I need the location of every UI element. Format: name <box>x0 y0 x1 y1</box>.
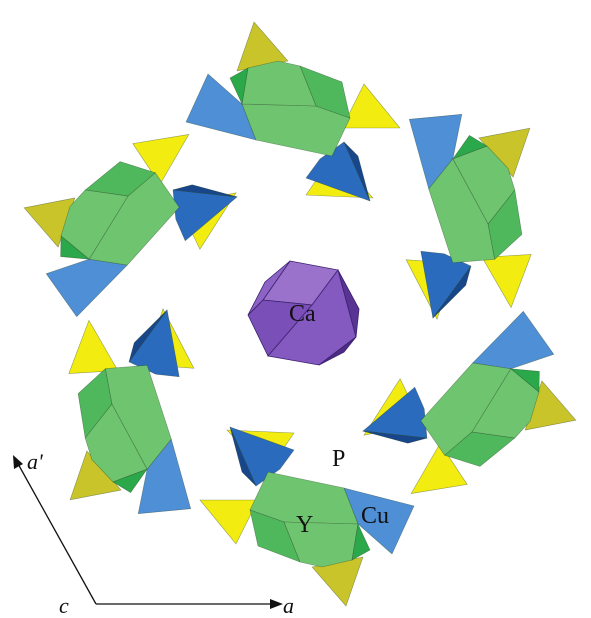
y-label: Y <box>296 512 314 538</box>
polyhedra-units <box>23 21 577 607</box>
cu-tetrahedron-side <box>128 309 168 363</box>
cu-tetrahedron-side <box>172 184 238 198</box>
y-polyhedron-right <box>60 235 91 260</box>
structure-unit <box>199 426 415 607</box>
ca-label: Ca <box>289 301 316 327</box>
cu-tetrahedron-right <box>343 487 415 555</box>
cu-tetrahedron-side <box>362 430 428 444</box>
y-polyhedron-top <box>428 158 496 264</box>
cu-tetrahedron-right <box>472 310 555 370</box>
cu-tetrahedron <box>362 386 428 439</box>
cu-tetrahedron <box>305 141 371 202</box>
ca-face-bottomright <box>318 336 357 366</box>
axis-arrows <box>13 455 283 609</box>
p-tetrahedron-outer <box>68 319 119 374</box>
p-label: P <box>332 446 346 472</box>
y-polyhedron-front <box>241 60 317 107</box>
axis-a-prime-arrow <box>16 461 97 605</box>
structure-unit <box>23 134 238 318</box>
axis-a-label: a <box>283 593 294 618</box>
cu-tetrahedron-side <box>229 426 257 487</box>
structure-unit <box>362 310 577 494</box>
p-tetrahedron-outer <box>132 134 190 186</box>
y-polyhedron-right <box>112 468 148 494</box>
y-polyhedron-right <box>509 368 540 393</box>
cu-tetrahedron <box>420 250 472 319</box>
y-polyhedron-front <box>471 368 540 439</box>
structure-unit <box>68 308 195 515</box>
axis-a-prime-arrowhead <box>13 455 23 469</box>
structure-unit <box>405 113 532 320</box>
p-tetrahedron-outer <box>410 442 468 494</box>
y-polyhedron-right <box>229 67 249 106</box>
y-polyhedron-right <box>452 134 488 160</box>
p-tetrahedron-outer <box>199 499 259 545</box>
axis-a-arrowhead <box>270 599 283 609</box>
ca-face-right <box>337 269 360 338</box>
axis-a-prime-label: a' <box>27 449 43 474</box>
ca-polyhedron <box>247 260 360 366</box>
y-polyhedron-front <box>84 403 148 483</box>
cu-tetrahedron-right <box>137 438 192 515</box>
y-polyhedron-front <box>283 521 359 568</box>
p-tetrahedron-outer <box>481 254 532 309</box>
cu-tetrahedron-side <box>343 141 371 202</box>
ca-face-topleft <box>247 260 291 316</box>
cu-tetrahedron-side <box>432 265 472 319</box>
cu-tetrahedron-right <box>45 258 128 318</box>
axis-c-label: c <box>59 593 69 618</box>
structure-unit <box>185 21 401 202</box>
y-polyhedron-front <box>60 189 129 260</box>
y-polyhedron-right <box>351 522 371 561</box>
p-tetrahedron-outer <box>341 83 401 129</box>
cu-label: Cu <box>361 503 390 529</box>
y-polyhedron-front <box>452 145 516 225</box>
y-polyhedron-top <box>420 362 512 456</box>
